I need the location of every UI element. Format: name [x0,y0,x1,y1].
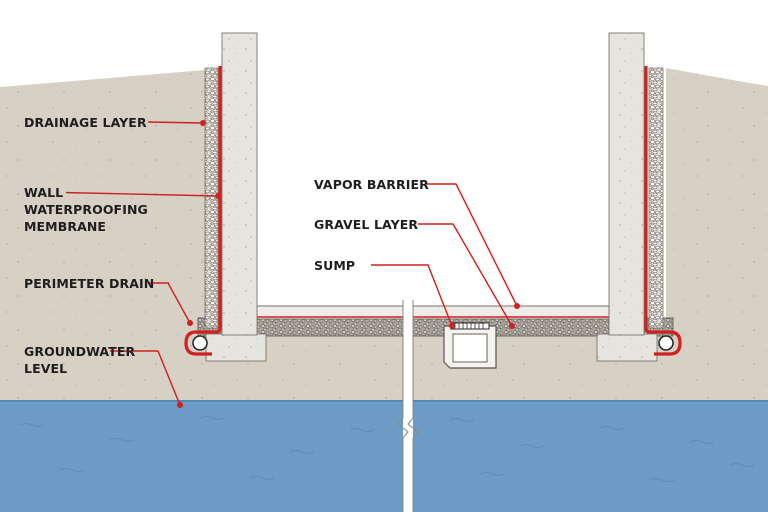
label-sump: SUMP [314,258,356,273]
foundation-wall-left [221,32,258,336]
leader-lines [39,121,518,406]
membrane-right [644,66,682,356]
foundation-wall-right [608,32,645,336]
soil-under-slab [200,326,670,404]
water-ripples [19,416,755,482]
footing-left [205,333,267,362]
leader-perimeter-drain [149,282,191,324]
label-groundwater-line-1: GROUNDWATER [24,344,136,359]
perimeter-drain-pipe-left [192,335,208,351]
section-break [397,300,419,512]
label-perimeter-drain: PERIMETER DRAIN [24,276,155,291]
perimeter-drain-pipe-right [658,335,674,351]
label-drainage-layer: DRAINAGE LAYER [24,115,147,130]
leader-wall-membrane [39,191,219,197]
footing-right [596,333,658,362]
basement-interior [257,50,609,307]
leader-groundwater [110,350,181,406]
leader-drainage-layer [147,121,204,124]
label-groundwater-line-2: LEVEL [24,361,68,376]
membrane-left [184,66,222,356]
leader-sump [371,264,453,327]
drainage-gravel-right [648,67,664,329]
sump-basin [452,333,488,363]
sub-slab-gravel [197,317,674,337]
soil-right [666,68,768,402]
label-groundwater-level: GROUNDWATER LEVEL [24,343,135,377]
label-wall-waterproofing-membrane: WALL WATERPROOFING MEMBRANE [24,184,148,235]
leader-vapor-barrier [426,183,518,307]
label-wall-line-1: WALL [24,184,67,201]
leader-dots [177,120,520,408]
label-gravel-layer: GRAVEL LAYER [314,217,419,232]
label-wall-line-3: MEMBRANE [24,219,107,234]
label-vapor-barrier: VAPOR BARRIER [314,177,429,192]
label-wall-line-2: WATERPROOFING [24,202,148,217]
groundwater [0,400,768,512]
leader-gravel-layer [418,223,513,327]
soil-left [0,70,205,402]
